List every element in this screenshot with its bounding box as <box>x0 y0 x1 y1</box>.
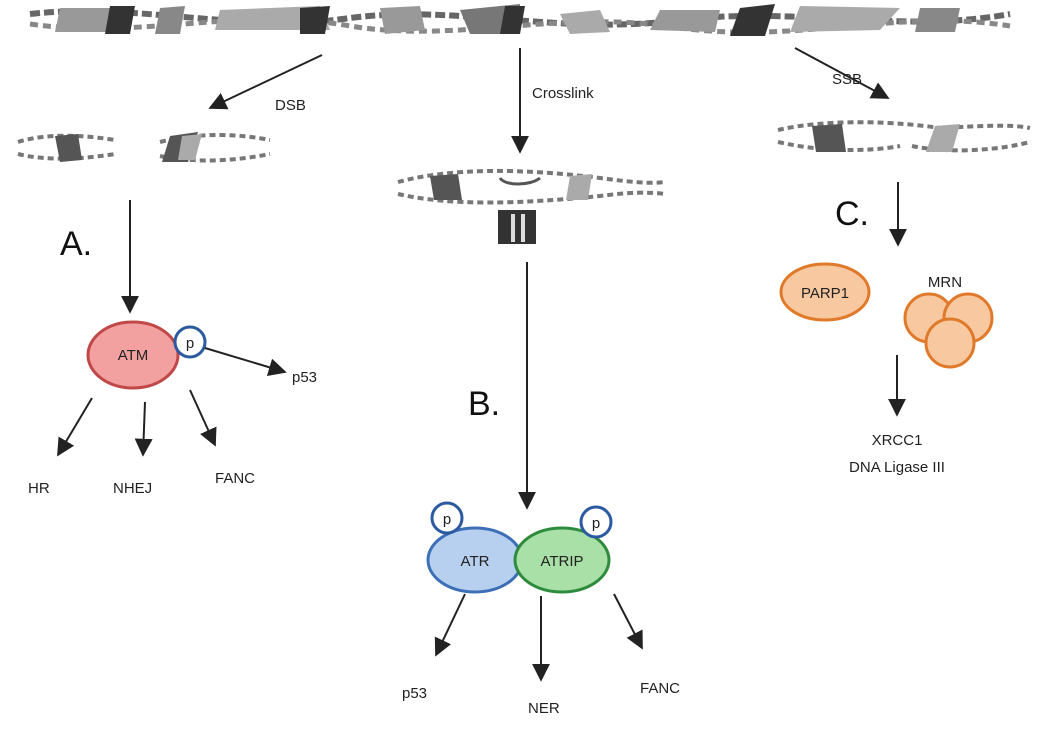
panel-label-a: A. <box>60 225 92 263</box>
a-hr-label: HR <box>28 480 50 497</box>
atr-phospho-icon <box>430 501 464 535</box>
ssb-arrow <box>794 47 890 99</box>
a-fanc-label: FANC <box>215 470 255 487</box>
parp1-label: PARP1 <box>801 285 849 302</box>
atrip-protein <box>513 526 611 594</box>
c-xrcc1-label: XRCC1 <box>872 432 923 449</box>
crosslinked-dna <box>397 168 666 244</box>
atrip-to-fanc-arrow <box>613 593 643 650</box>
atr-to-p53-arrow <box>434 593 466 657</box>
atm-to-hr-arrow <box>57 397 93 457</box>
a-nhej-label: NHEJ <box>113 480 152 497</box>
crosslink-label: Crosslink <box>532 85 594 102</box>
panel-label-c: C. <box>835 195 869 233</box>
atr-label: ATR <box>461 553 490 570</box>
mrn-complex <box>903 292 994 369</box>
a-p53-label: p53 <box>292 369 317 386</box>
c-ligase-label: DNA Ligase III <box>849 459 945 476</box>
atrip-label: ATRIP <box>540 553 583 570</box>
atm-phospho-label: p <box>186 335 194 352</box>
parp1-protein <box>779 262 871 322</box>
b-fanc-label: FANC <box>640 680 680 697</box>
ssb-label: SSB <box>832 71 862 88</box>
ssb-nicked-dna <box>777 120 1031 153</box>
atm-phospho-icon <box>173 325 207 359</box>
atr-phospho-label: p <box>443 511 451 528</box>
atm-protein <box>86 320 180 390</box>
panel-label-b: B. <box>468 385 500 423</box>
top-dna-helix <box>29 4 1011 36</box>
atrip-phospho-label: p <box>592 515 600 532</box>
mrn-label: MRN <box>928 274 962 291</box>
b-ner-label: NER <box>528 700 560 717</box>
dsb-label: DSB <box>275 97 306 114</box>
b-p53-label: p53 <box>402 685 427 702</box>
atm-to-fanc-arrow <box>189 389 217 447</box>
dsb-arrow <box>208 54 323 110</box>
atrip-phospho-icon <box>579 505 613 539</box>
atm-to-p53-arrow <box>204 347 287 376</box>
atm-to-nhej-arrow <box>134 401 153 457</box>
atm-label: ATM <box>118 347 149 364</box>
dsb-broken-dna <box>17 132 271 163</box>
